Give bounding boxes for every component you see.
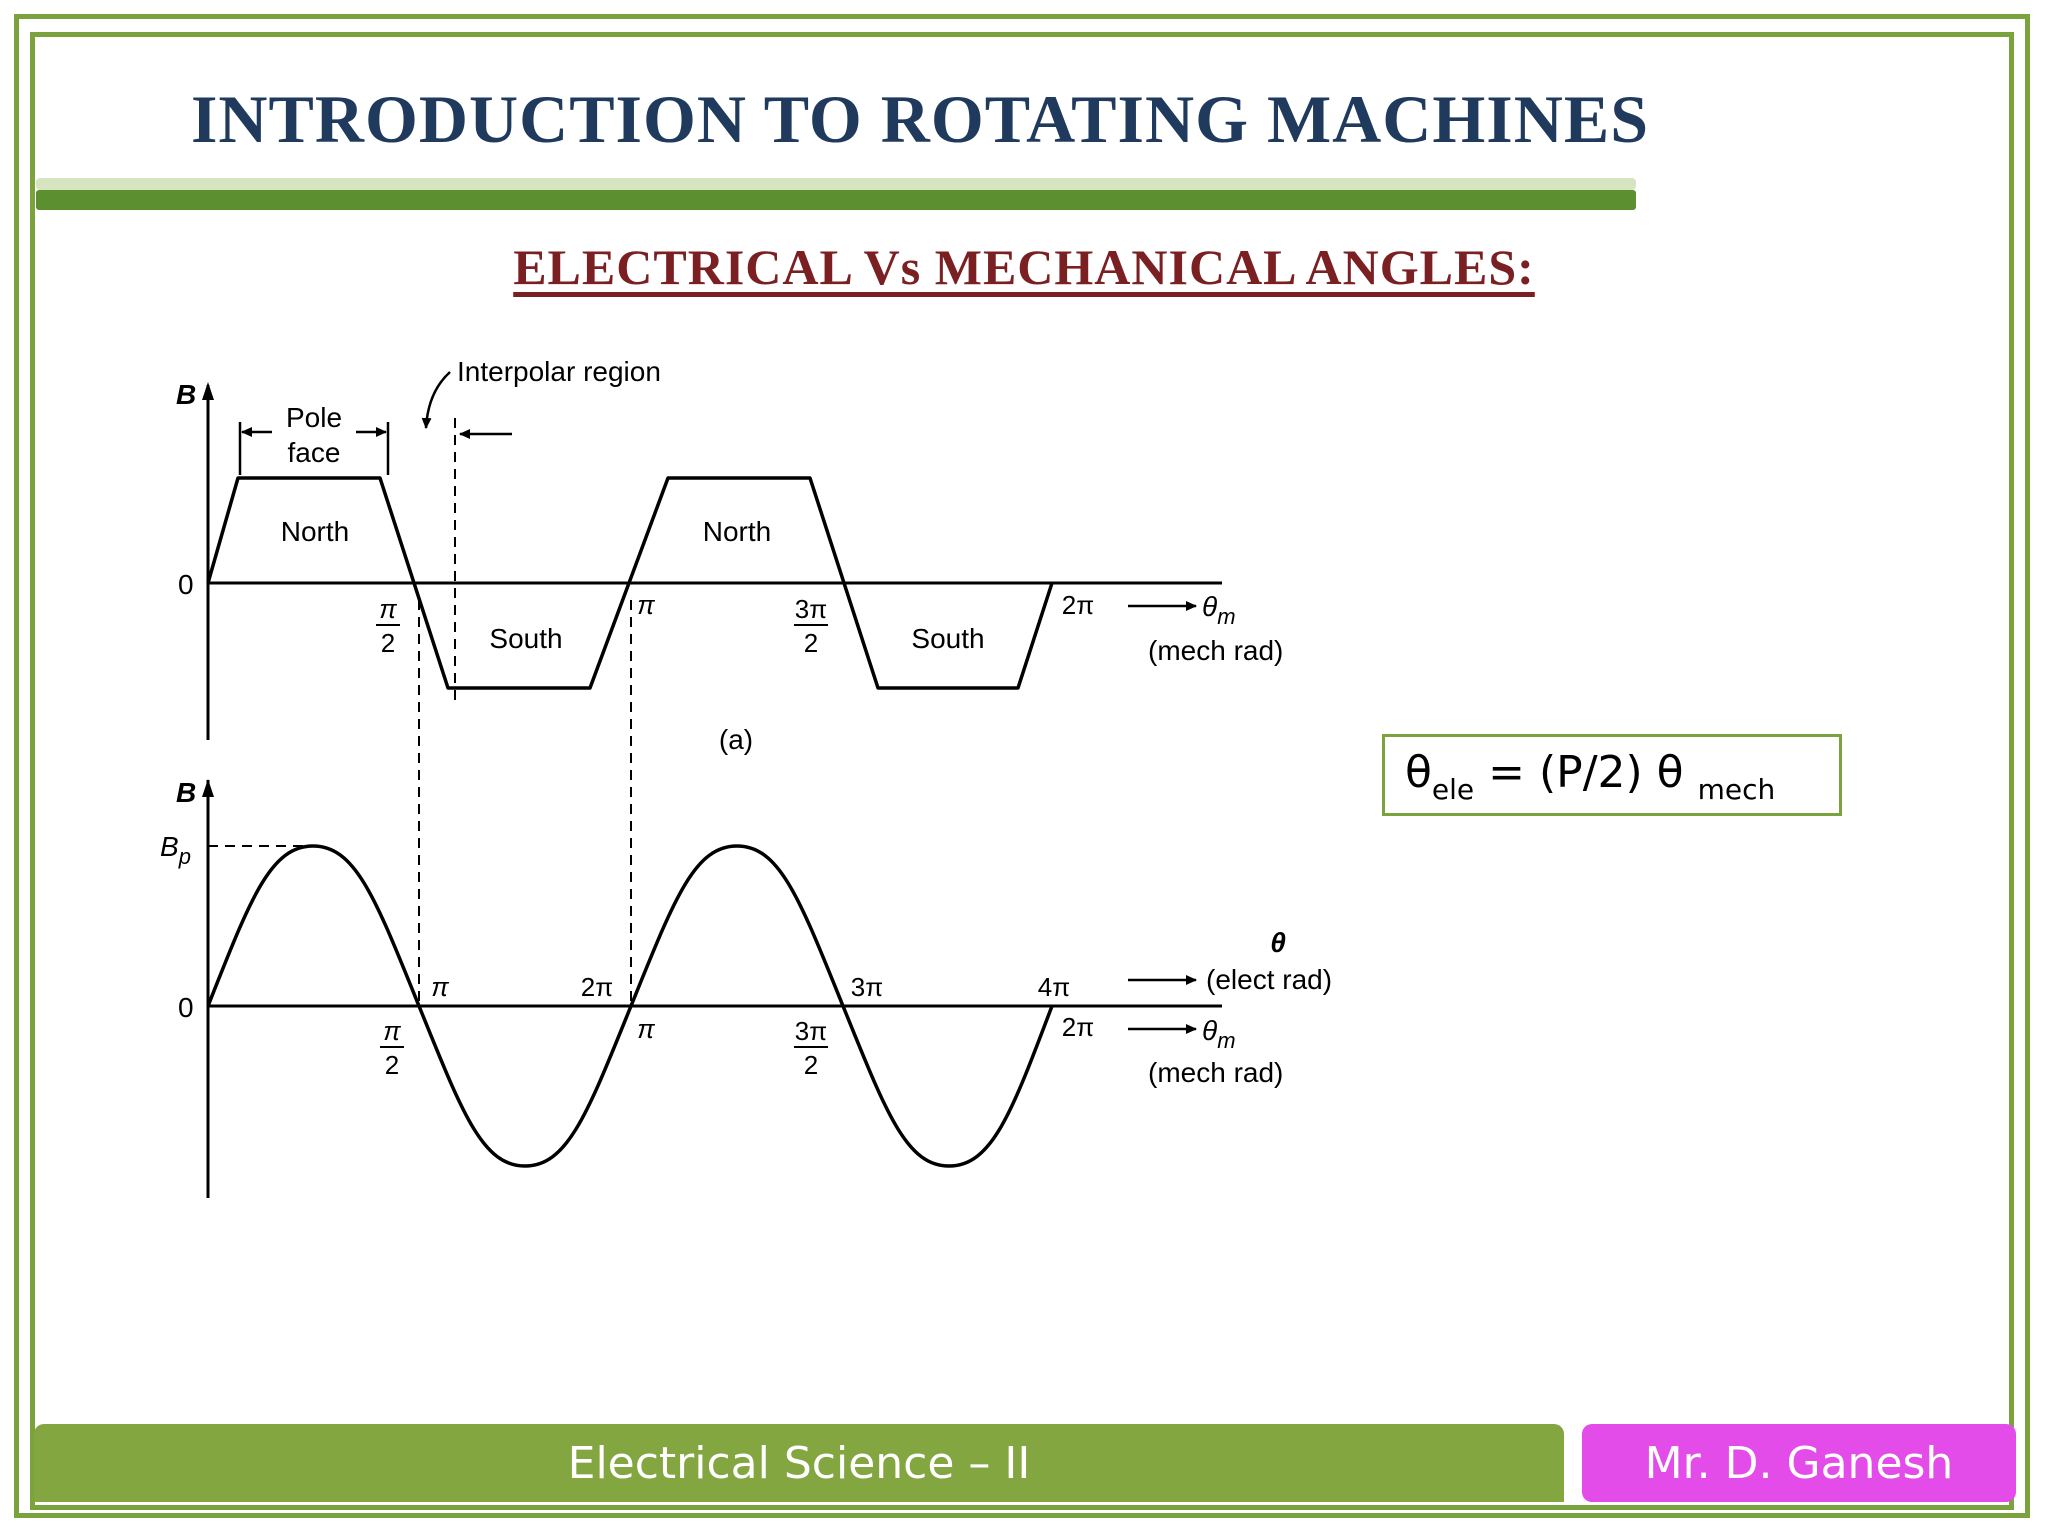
formula-theta: θ [1405, 747, 1432, 798]
footer-course-bar: Electrical Science – II [34, 1424, 1564, 1502]
interpolar-curved-arrow [421, 371, 451, 429]
title-underline-highlight [36, 178, 1636, 190]
pole-face-label-line2: face [288, 437, 341, 468]
plot-a-zero-label: 0 [178, 569, 194, 600]
elec-tick-2pi: 2π [581, 972, 613, 1002]
slide-subtitle: ELECTRICAL Vs MECHANICAL ANGLES: [513, 239, 1535, 295]
plot-b-zero-label: 0 [178, 992, 194, 1023]
formula-box: θele = (P/2) θ mech [1382, 734, 1842, 816]
plot-b-tick-pi-over-2-den: 2 [385, 1050, 399, 1080]
title-underline-bar [36, 190, 1636, 210]
plot-b-y-arrow [202, 779, 214, 797]
elec-tick-3pi: 3π [851, 972, 883, 1002]
north-label-1: North [281, 516, 349, 547]
interpolar-region-label: Interpolar region [457, 356, 661, 387]
sinusoidal-flux-wave [206, 844, 1054, 1168]
south-label-2: South [911, 623, 984, 654]
plot-b-tick-pi-over-2-num: π [383, 1016, 401, 1046]
plot-b-tick-pi: π [637, 1014, 655, 1044]
elec-tick-pi: π [431, 972, 449, 1002]
plot-a-theta-label: θm [1202, 591, 1236, 629]
plot-a-tick-3pi-over-2-num: 3π [795, 594, 827, 624]
north-label-2: North [703, 516, 771, 547]
elec-tick-4pi: 4π [1038, 972, 1070, 1002]
slide-inner-border [30, 32, 2014, 1510]
slide-title: INTRODUCTION TO ROTATING MACHINES [190, 81, 1650, 157]
formula-ele-subscript: ele [1431, 773, 1475, 806]
plot-a-tick-pi-over-2-den: 2 [381, 628, 395, 658]
plot-a-axis-unit: (mech rad) [1148, 635, 1283, 666]
footer-course-title: Electrical Science – II [567, 1437, 1031, 1489]
mech-theta-label: θm [1202, 1015, 1236, 1053]
footer-author-badge: Mr. D. Ganesh [1582, 1424, 2016, 1502]
trapezoidal-flux-wave [206, 476, 1054, 690]
plot-b-tick-3pi-over-2-den: 2 [804, 1050, 818, 1080]
footer-author-name: Mr. D. Ganesh [1644, 1437, 1954, 1489]
elec-axis-unit: (elect rad) [1206, 964, 1332, 995]
plot-a-y-label: B [176, 379, 196, 410]
plot-b-tick-3pi-over-2-num: 3π [795, 1016, 827, 1046]
plot-b-tick-2pi: 2π [1062, 1012, 1094, 1042]
south-label-1: South [489, 623, 562, 654]
formula-mech-subscript: mech [1697, 773, 1776, 806]
plot-a-tick-pi-over-2-num: π [379, 594, 397, 624]
flux-density-diagram: B 0 Pole face Interpolar region North No… [160, 356, 1332, 1198]
plot-a-tick-pi: π [637, 590, 655, 620]
elec-theta-symbol: θ [1270, 927, 1286, 958]
formula-middle: = (P/2) θ [1474, 747, 1698, 798]
plot-a-y-arrow [202, 382, 214, 400]
plot-b-y-label: B [176, 777, 196, 808]
pole-face-label-line1: Pole [286, 402, 342, 433]
plot-a: B 0 Pole face Interpolar region North No… [176, 356, 1283, 755]
mech-axis-unit: (mech rad) [1148, 1057, 1283, 1088]
plot-b: B Bp 0 π 2π 3π 4π θ (elect rad) π 2 π 3π… [160, 777, 1332, 1198]
plot-a-tick-3pi-over-2-den: 2 [804, 628, 818, 658]
slide-outer-border [14, 14, 2030, 1518]
plot-a-caption: (a) [719, 724, 753, 755]
plot-b-peak-label: Bp [160, 831, 191, 869]
plot-a-tick-2pi: 2π [1062, 590, 1094, 620]
